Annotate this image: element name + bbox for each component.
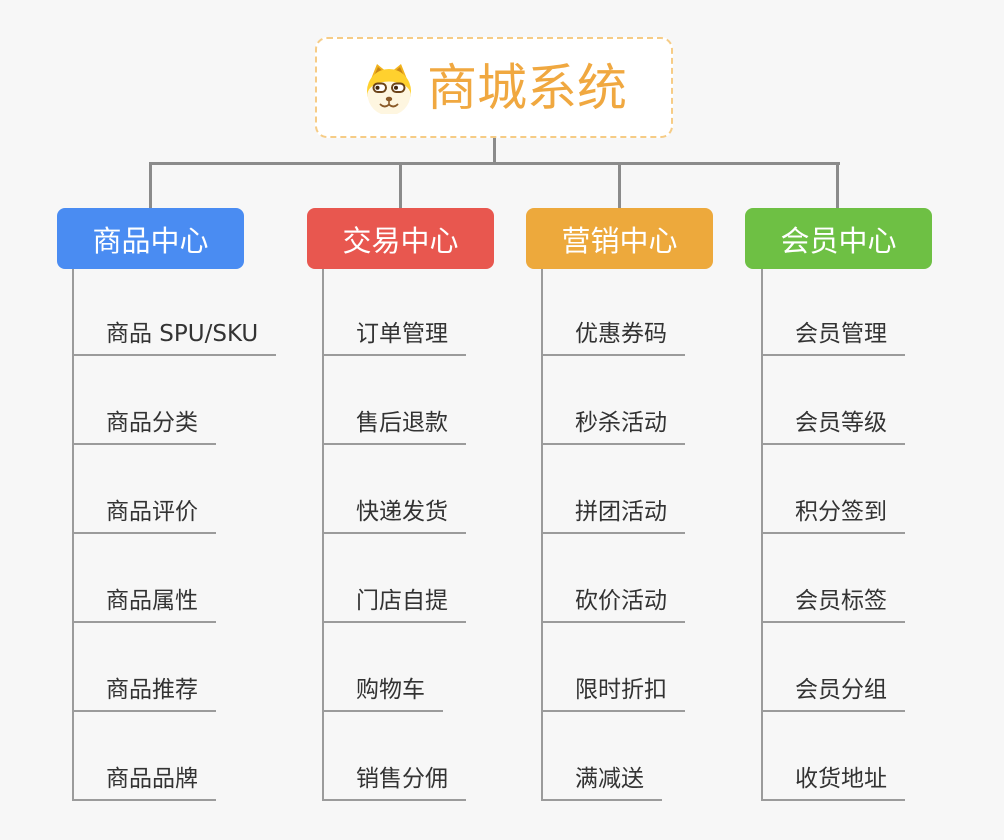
branch-spine — [322, 269, 324, 801]
leaf-node[interactable]: 门店自提 — [322, 583, 466, 623]
branch-header-goods[interactable]: 商品中心 — [57, 208, 244, 269]
branch-spine — [72, 269, 74, 801]
root-node-mall-system[interactable]: 商城系统 — [315, 37, 673, 138]
leaf-node[interactable]: 快递发货 — [322, 494, 466, 534]
leaf-node[interactable]: 限时折扣 — [541, 672, 685, 712]
leaf-node[interactable]: 销售分佣 — [322, 761, 466, 801]
branch-column-trade: 订单管理 售后退款 快递发货 门店自提 购物车 销售分佣 — [322, 269, 572, 809]
leaf-node[interactable]: 商品属性 — [72, 583, 216, 623]
connector-trunk — [149, 162, 840, 165]
leaf-node[interactable]: 优惠券码 — [541, 316, 685, 356]
leaf-node[interactable]: 商品分类 — [72, 405, 216, 445]
branch-header-member[interactable]: 会员中心 — [745, 208, 932, 269]
leaf-node[interactable]: 会员分组 — [761, 672, 905, 712]
leaf-node[interactable]: 满减送 — [541, 761, 662, 801]
leaf-node[interactable]: 收货地址 — [761, 761, 905, 801]
connector-root-stub — [493, 138, 496, 165]
leaf-node[interactable]: 秒杀活动 — [541, 405, 685, 445]
leaf-node[interactable]: 商品评价 — [72, 494, 216, 534]
leaf-node[interactable]: 会员标签 — [761, 583, 905, 623]
leaf-node[interactable]: 拼团活动 — [541, 494, 685, 534]
connector-drop-marketing — [618, 162, 621, 208]
leaf-node[interactable]: 订单管理 — [322, 316, 466, 356]
dog-face-icon — [367, 63, 411, 114]
leaf-node[interactable]: 砍价活动 — [541, 583, 685, 623]
branch-spine — [541, 269, 543, 801]
connector-drop-member — [836, 162, 839, 208]
branch-column-marketing: 优惠券码 秒杀活动 拼团活动 砍价活动 限时折扣 满减送 — [541, 269, 791, 809]
connector-drop-trade — [399, 162, 402, 208]
leaf-node[interactable]: 会员管理 — [761, 316, 905, 356]
branch-column-goods: 商品 SPU/SKU 商品分类 商品评价 商品属性 商品推荐 商品品牌 — [72, 269, 322, 809]
leaf-node[interactable]: 购物车 — [322, 672, 443, 712]
branch-header-marketing[interactable]: 营销中心 — [526, 208, 713, 269]
branch-header-trade[interactable]: 交易中心 — [307, 208, 494, 269]
leaf-node[interactable]: 售后退款 — [322, 405, 466, 445]
leaf-node[interactable]: 会员等级 — [761, 405, 905, 445]
leaf-node[interactable]: 商品品牌 — [72, 761, 216, 801]
branch-column-member: 会员管理 会员等级 积分签到 会员标签 会员分组 收货地址 — [761, 269, 1004, 809]
branch-spine — [761, 269, 763, 801]
connector-drop-goods — [149, 162, 152, 208]
root-title: 商城系统 — [427, 58, 627, 117]
leaf-node[interactable]: 积分签到 — [761, 494, 905, 534]
leaf-node[interactable]: 商品推荐 — [72, 672, 216, 712]
leaf-node[interactable]: 商品 SPU/SKU — [72, 316, 277, 356]
